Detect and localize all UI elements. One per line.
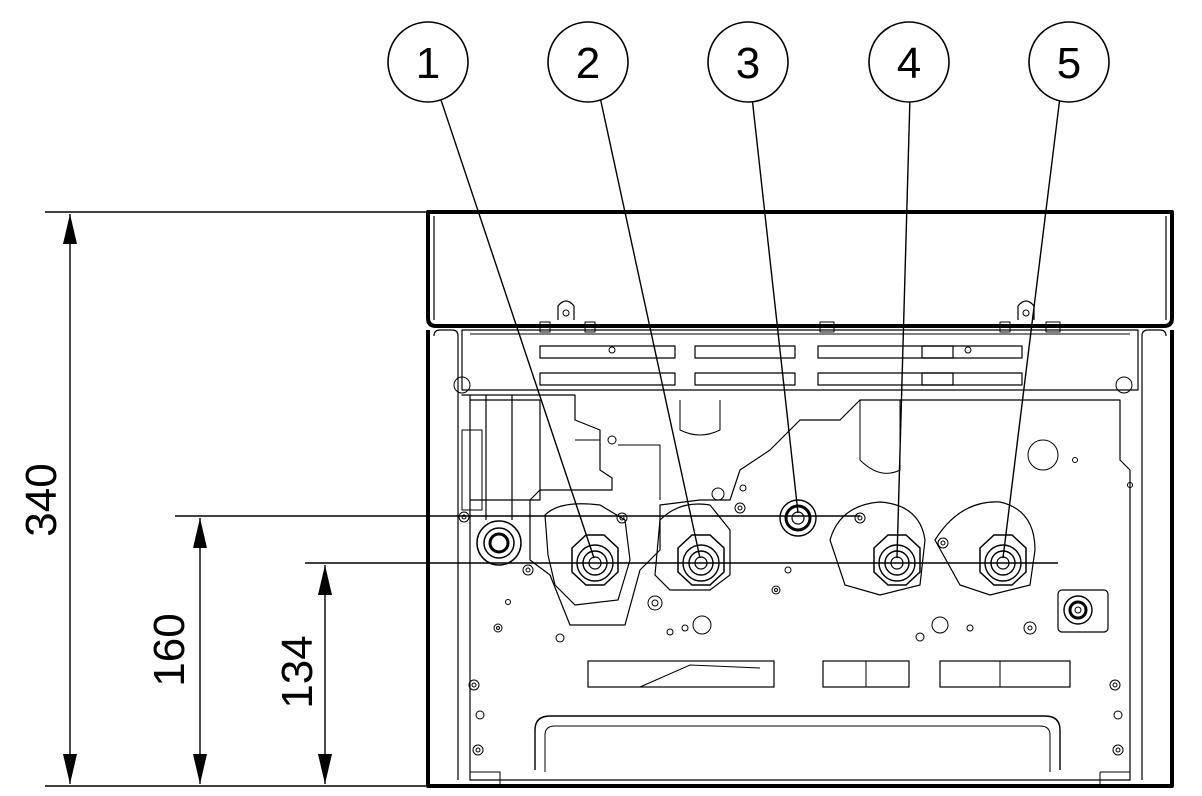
fitting-4 <box>829 501 926 596</box>
callout-leaders <box>439 96 1061 559</box>
dimension-134: 134 <box>273 565 332 784</box>
dimension-160: 160 <box>145 518 207 784</box>
callout-4: 4 <box>868 21 950 103</box>
callout-label-4: 4 <box>897 39 921 88</box>
callout-3: 3 <box>707 21 789 103</box>
callout-5: 5 <box>1028 21 1110 103</box>
fitting-5 <box>934 501 1036 596</box>
screws-and-holes <box>458 346 1133 756</box>
dimension-label-340: 340 <box>17 463 66 536</box>
callout-1: 1 <box>387 21 469 103</box>
callout-label-2: 2 <box>576 39 600 88</box>
callout-label-3: 3 <box>736 39 760 88</box>
pressure-gauge <box>1057 589 1109 633</box>
callout-2: 2 <box>547 21 629 103</box>
dimension-label-160: 160 <box>145 613 194 686</box>
fitting-1 <box>544 503 631 606</box>
callout-label-5: 5 <box>1057 39 1081 88</box>
fitting-2 <box>654 503 731 591</box>
dimension-label-134: 134 <box>273 635 322 708</box>
dimension-lines <box>45 211 1058 787</box>
fitting-3 <box>779 499 817 537</box>
boiler-body <box>426 210 1174 788</box>
fittings <box>544 499 1109 633</box>
lower-panel <box>470 660 1130 786</box>
callout-label-1: 1 <box>416 39 440 88</box>
dimension-340: 340 <box>17 214 77 784</box>
